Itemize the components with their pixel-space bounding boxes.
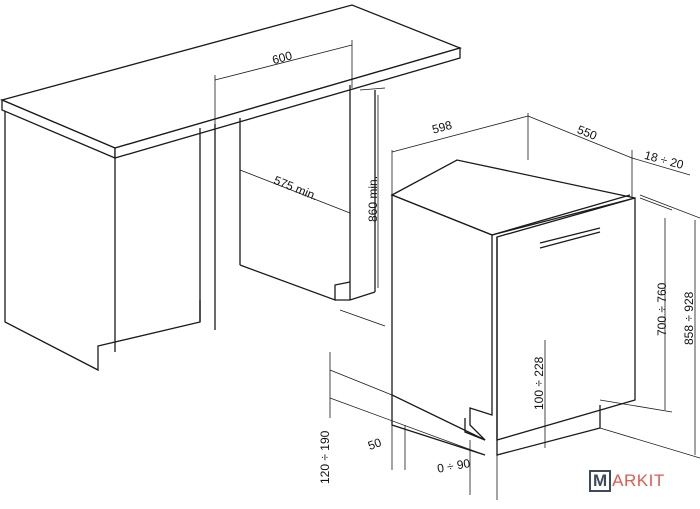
door-handle	[539, 227, 601, 249]
logo-text: ARKIT	[612, 471, 665, 490]
dishwasher-side	[391, 194, 493, 441]
label-total-height: 858 ÷ 928	[682, 291, 696, 345]
kitchen-cabinet	[0, 4, 463, 372]
markit-logo: M ARKIT	[589, 470, 665, 492]
label-plinth-offset: 100 ÷ 228	[532, 356, 546, 410]
dimension-lines	[214, 40, 700, 500]
label-door-height: 700 ÷ 760	[655, 282, 669, 336]
label-door-thickness: 18 ÷ 20	[643, 148, 686, 172]
dishwasher-door	[496, 197, 636, 441]
label-niche-depth: 575 min.	[272, 173, 320, 203]
label-appliance-depth: 550	[575, 122, 599, 143]
label-appliance-width: 598	[431, 118, 454, 137]
label-plinth-gap: 0 ÷ 90	[436, 456, 472, 476]
logo-box-letter: M	[589, 470, 612, 492]
label-niche-height: 860 min.	[366, 176, 380, 222]
label-plinth-depth: 50	[366, 435, 384, 453]
label-countertop-width: 600	[271, 48, 294, 67]
countertop-front	[114, 47, 461, 159]
dishwasher	[390, 159, 636, 456]
label-plinth-height: 120 ÷ 190	[318, 430, 332, 484]
